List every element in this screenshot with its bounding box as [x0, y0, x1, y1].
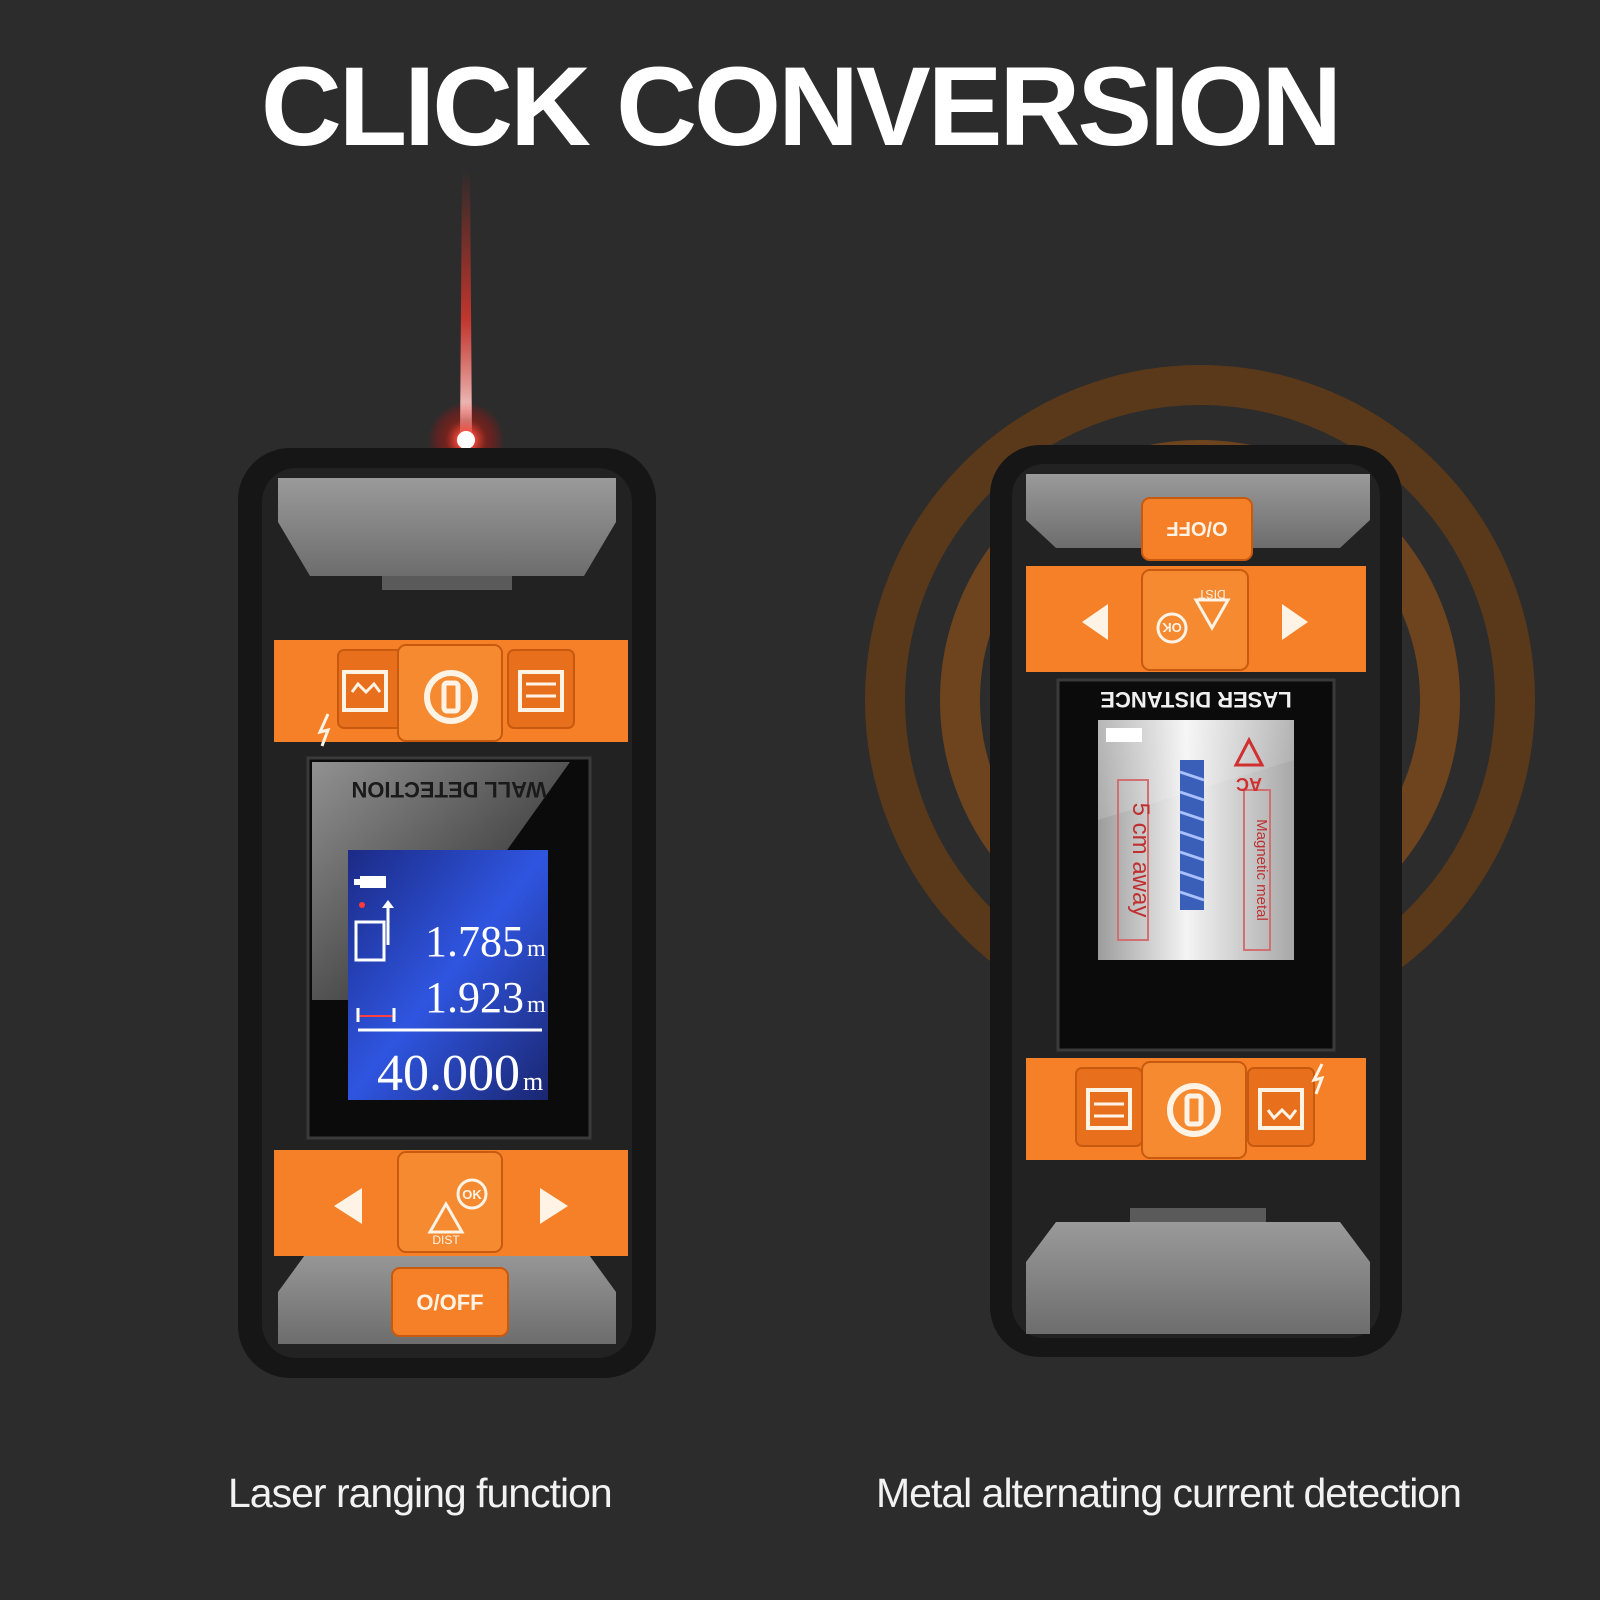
power-button[interactable] — [424, 670, 478, 724]
power-button-right[interactable] — [1167, 1083, 1221, 1137]
reading-unit-1: m — [527, 936, 546, 962]
wall-mode-icon-right[interactable] — [1258, 1088, 1304, 1130]
lightning-icon-right — [1311, 1063, 1325, 1095]
power-off-button-right[interactable]: O/OFF — [1141, 497, 1253, 561]
ok-label-right: OK — [1162, 620, 1182, 635]
power-off-label-right: O/OFF — [1166, 517, 1227, 539]
screen-banner-right: LASER DISTANCE — [1100, 687, 1292, 712]
wall-mode-icon[interactable] — [342, 670, 388, 712]
ok-label: OK — [462, 1187, 482, 1202]
right-arrow-button[interactable] — [540, 1188, 568, 1224]
ruler-icon — [356, 1008, 396, 1022]
headline: CLICK CONVERSION — [260, 44, 1342, 169]
left-arrow-button[interactable] — [334, 1188, 362, 1224]
dist-label-right: DIST — [1198, 587, 1226, 601]
power-off-button[interactable]: O/OFF — [391, 1267, 509, 1337]
detect-distance-label: 5 cm away — [1127, 803, 1154, 918]
reading-total: 40.000 — [377, 1045, 520, 1102]
reading-unit-2: m — [527, 992, 546, 1018]
metal-mode-icon-right[interactable] — [1086, 1088, 1132, 1130]
laser-target-icon — [354, 900, 394, 962]
ok-dist-button[interactable]: OK DIST — [427, 1178, 488, 1247]
screen-banner: WALL DETECTION — [351, 777, 546, 802]
lightning-icon — [317, 713, 331, 747]
detect-type-label: Magnetic metal — [1253, 819, 1270, 921]
left-device: WALL DETECTION 1.785 m 1.923 m 40.000 m — [238, 448, 656, 1378]
left-arrow-button-right[interactable] — [1082, 604, 1108, 640]
ac-label: AC — [1236, 774, 1262, 794]
battery-icon-right — [1106, 728, 1142, 742]
power-off-label: O/OFF — [416, 1290, 483, 1315]
laser-beam — [428, 170, 504, 478]
reading-line-2: 1.923 — [425, 973, 524, 1022]
left-caption: Laser ranging function — [228, 1470, 613, 1516]
reading-line-1: 1.785 — [425, 917, 524, 966]
dist-label: DIST — [432, 1233, 460, 1247]
battery-icon — [354, 876, 386, 888]
reading-unit-total: m — [523, 1067, 543, 1096]
right-arrow-button-right[interactable] — [1282, 604, 1308, 640]
metal-mode-icon[interactable] — [518, 670, 564, 712]
rebar-icon — [1179, 760, 1205, 910]
ac-warning-icon: AC — [1233, 736, 1265, 794]
right-device: O/OFF OK DIST LASER DISTANCE — [990, 445, 1402, 1357]
right-caption: Metal alternating current detection — [876, 1470, 1462, 1516]
ok-dist-button-right[interactable]: OK DIST — [1156, 587, 1231, 644]
